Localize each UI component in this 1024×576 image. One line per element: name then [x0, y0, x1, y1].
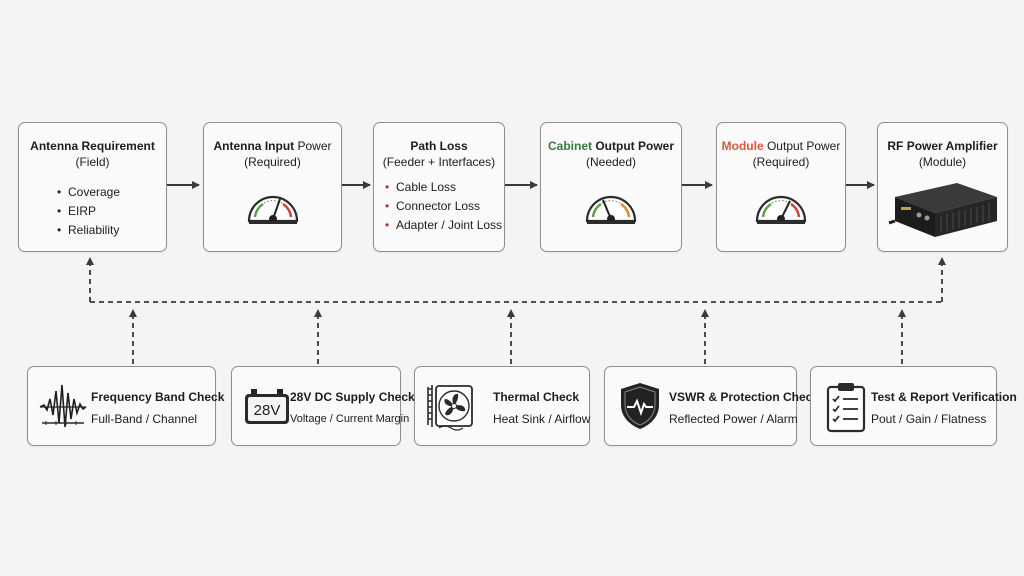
list-item: •Reliability [57, 223, 120, 237]
antenna-requirement-subtitle: (Field) [75, 155, 110, 169]
module-output-power-box: Module Output Power (Required) [716, 122, 846, 252]
frequency-band-check-subtitle: Full-Band / Channel [91, 412, 198, 426]
antenna-requirement-title: Antenna Requirement [30, 139, 155, 153]
vswr-protection-check-subtitle: Reflected Power / Alarm [669, 412, 798, 426]
shield-icon [621, 383, 659, 429]
list-item: •Coverage [57, 185, 121, 199]
vswr-protection-check-title: VSWR & Protection Check [669, 390, 820, 404]
rf-power-amplifier-subtitle: (Module) [918, 155, 967, 169]
module-output-power-title: Module Output Power [721, 139, 841, 153]
cabinet-output-power-title: Cabinet Output Power [547, 139, 674, 153]
dc-supply-check-subtitle: Voltage / Current Margin [290, 413, 410, 425]
antenna-input-power-subtitle: (Required) [244, 155, 301, 169]
cabinet-output-power-subtitle: (Needed) [585, 155, 637, 169]
clipboard-icon [826, 383, 866, 433]
requirement-list: •Coverage •EIRP •Reliability [57, 183, 166, 240]
gauge-icon [247, 195, 298, 224]
dc-supply-check-box: 28V 28V DC Supply Check Voltage / Curren… [231, 366, 415, 446]
antenna-input-power-title: Antenna Input Power [213, 139, 332, 153]
rf-power-amplifier-title: RF Power Amplifier [887, 139, 998, 153]
test-report-verification-title: Test & Report Verification [871, 390, 1017, 404]
path-loss-subtitle: (Feeder + Interfaces) [382, 155, 496, 169]
test-report-verification-box: Test & Report Verification Pout / Gain /… [810, 366, 1017, 446]
waveform-icon [39, 384, 87, 428]
cabinet-output-power-box: Cabinet Output Power (Needed) [540, 122, 682, 252]
list-item: •Connector Loss [385, 199, 481, 213]
loss-list: •Cable Loss •Connector Loss •Adapter / J… [385, 178, 504, 235]
module-output-power-subtitle: (Required) [752, 155, 810, 169]
rf-power-amplifier-box: RF Power Amplifier (Module) [877, 122, 1008, 252]
list-item: •Cable Loss [385, 180, 457, 194]
test-report-verification-subtitle: Pout / Gain / Flatness [871, 412, 987, 426]
fan-icon [427, 385, 473, 431]
antenna-input-power-box: Antenna Input Power (Required) [203, 122, 342, 252]
battery-icon: 28V [245, 389, 289, 424]
thermal-check-title: Thermal Check [493, 390, 580, 404]
list-item: •Adapter / Joint Loss [385, 218, 503, 232]
verification-bus [86, 257, 946, 364]
battery-label: 28V [254, 402, 281, 419]
frequency-band-check-box: Frequency Band Check Full-Band / Channel [27, 366, 224, 446]
gauge-icon [755, 195, 807, 224]
frequency-band-check-title: Frequency Band Check [91, 390, 225, 404]
thermal-check-box: Thermal Check Heat Sink / Airflow [414, 366, 590, 446]
path-loss-box: Path Loss (Feeder + Interfaces) •Cable L… [373, 122, 505, 252]
amplifier-module-icon [888, 183, 997, 237]
dc-supply-check-title: 28V DC Supply Check [290, 390, 415, 404]
antenna-requirement-box: Antenna Requirement (Field) •Coverage •E… [18, 122, 167, 252]
gauge-icon [585, 195, 637, 224]
thermal-check-subtitle: Heat Sink / Airflow [493, 412, 591, 426]
vswr-protection-check-box: VSWR & Protection Check Reflected Power … [604, 366, 819, 446]
list-item: •EIRP [57, 204, 97, 218]
path-loss-title: Path Loss [410, 139, 468, 153]
